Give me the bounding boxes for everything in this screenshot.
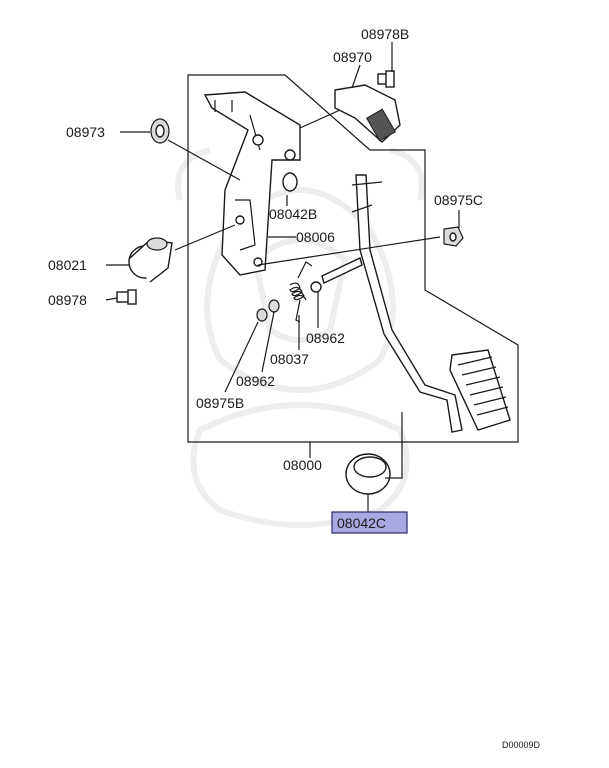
part-08970-sensor [334, 84, 401, 143]
part-08042B-stopper [282, 172, 298, 192]
part-08021-body [128, 237, 173, 283]
label-08037: 08037 [270, 351, 309, 367]
pivot-shaft [310, 257, 363, 293]
highlight-box-08042C[interactable] [331, 511, 408, 534]
label-08978: 08978 [48, 292, 87, 308]
pedal-bracket [203, 91, 301, 276]
pedal-pad [449, 349, 511, 431]
label-08962-left: 08962 [236, 373, 275, 389]
label-08973: 08973 [66, 124, 105, 140]
part-08037-spring [289, 261, 313, 323]
label-08970: 08970 [333, 49, 372, 65]
part-08962-washer-lower [256, 308, 268, 322]
label-08021: 08021 [48, 257, 87, 273]
label-08975C: 08975C [434, 192, 483, 208]
diagram-code: D00009D [502, 740, 541, 750]
label-08006: 08006 [296, 229, 335, 245]
label-08978B: 08978B [361, 26, 409, 42]
part-08042C-stopper [345, 453, 391, 495]
part-08978B-bolt [377, 70, 395, 88]
watermark-emblem [175, 147, 425, 528]
label-08000: 08000 [283, 457, 322, 473]
label-08962-right: 08962 [306, 330, 345, 346]
label-08975B: 08975B [196, 395, 244, 411]
label-08042B: 08042B [269, 206, 317, 222]
assembly-outline [187, 74, 519, 443]
leader-lines [105, 42, 460, 512]
pedal-arm [351, 174, 463, 433]
label-08042C[interactable]: 08042C [337, 515, 386, 531]
part-08975C-nut [443, 226, 464, 247]
part-08973-grommet [150, 118, 170, 144]
part-08962-washer-upper [268, 299, 280, 313]
part-08978-bolt [116, 289, 137, 305]
